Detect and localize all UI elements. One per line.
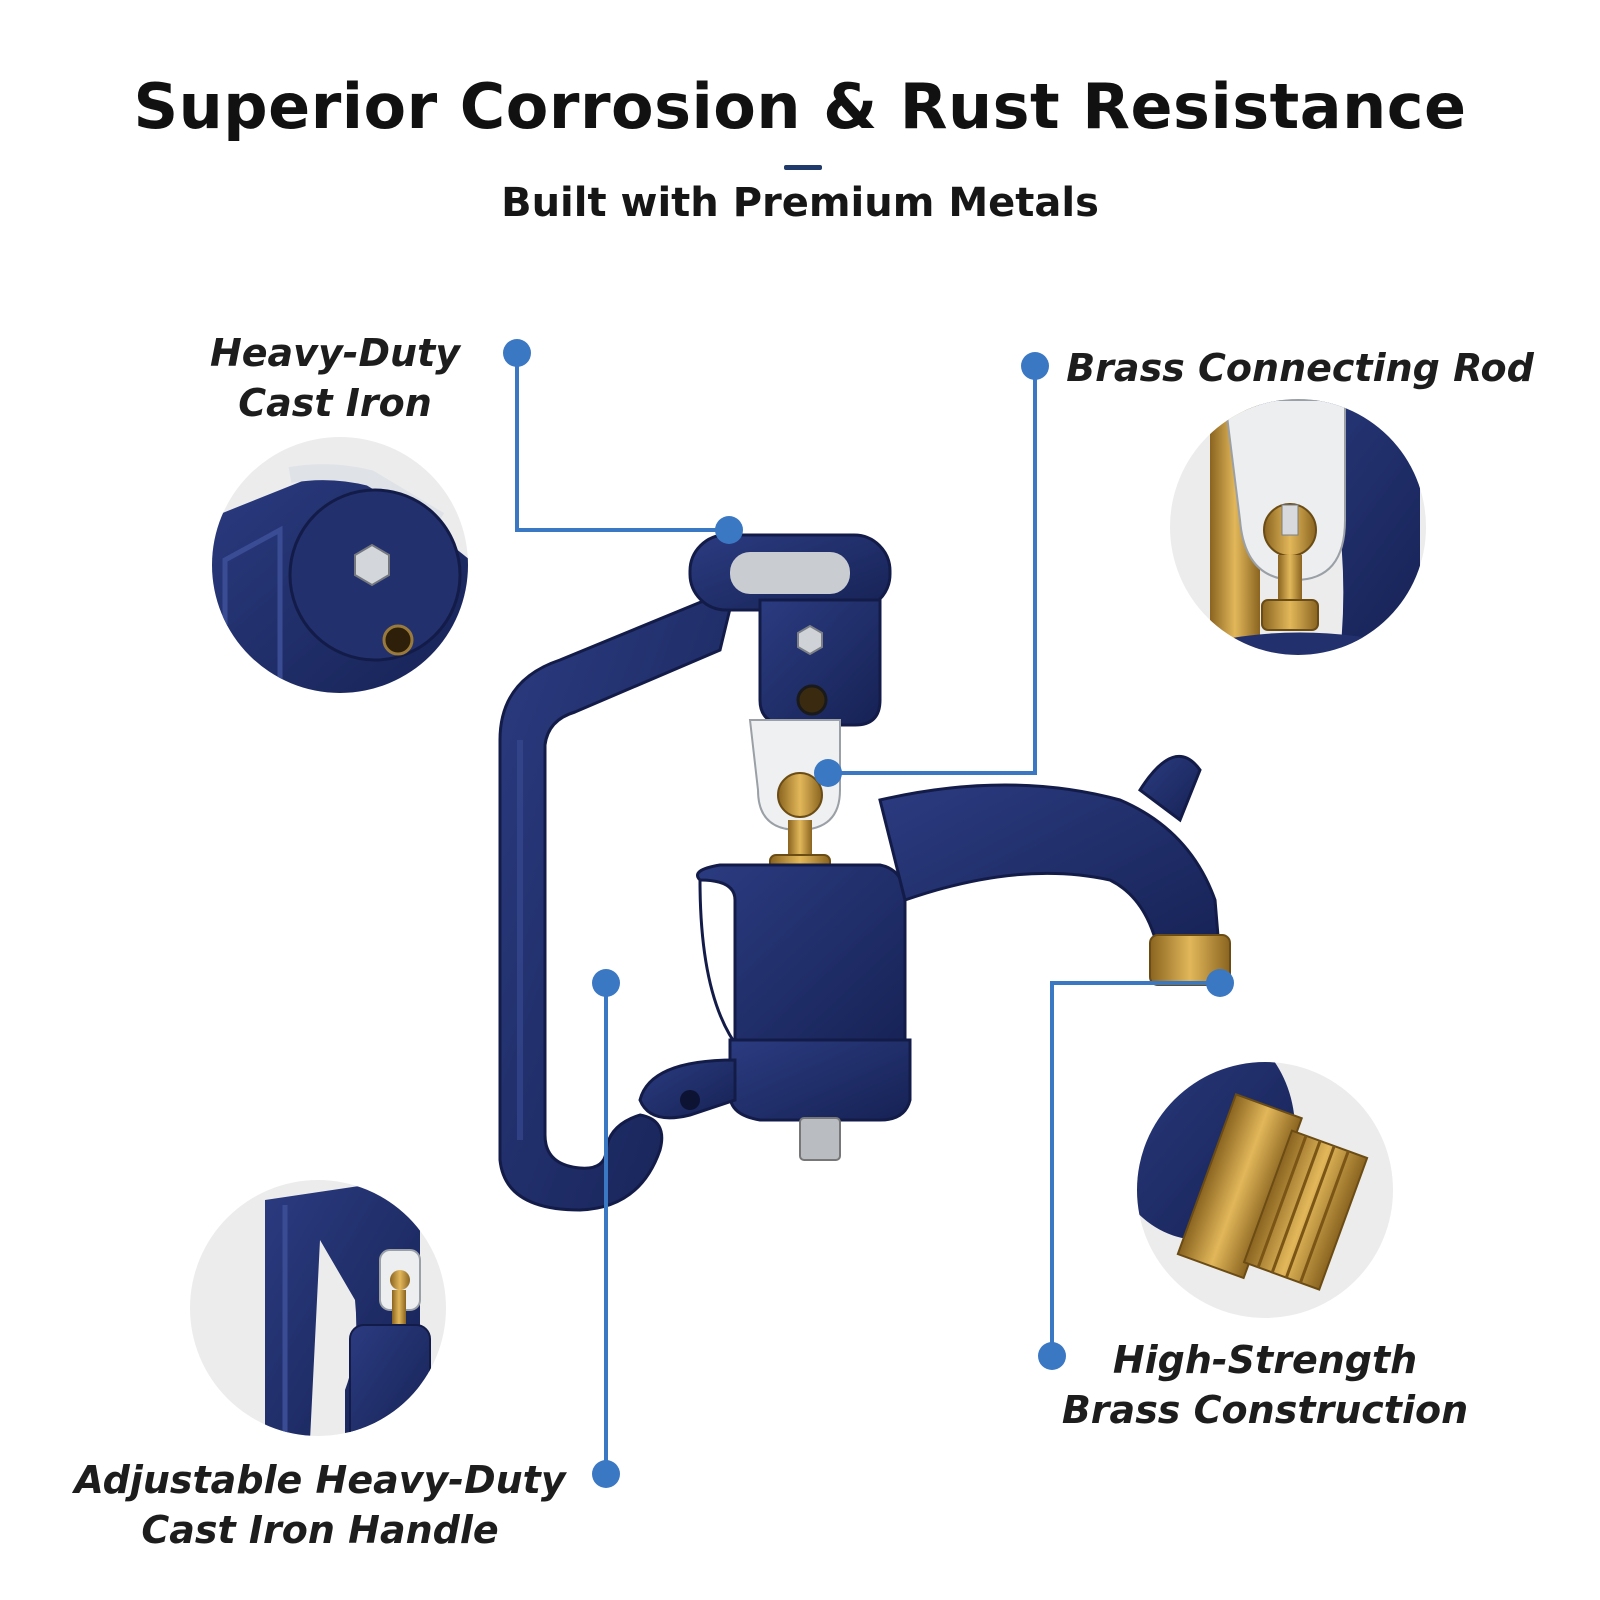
zoom-circle-brass-rod bbox=[1170, 399, 1426, 655]
leader-dot bbox=[592, 969, 620, 997]
pump-base bbox=[728, 1038, 912, 1122]
leader-cast-iron bbox=[515, 353, 729, 532]
leader-dot bbox=[1206, 969, 1234, 997]
callout-heavy-duty-cast-iron: Heavy-Duty Cast Iron bbox=[209, 331, 461, 425]
brass-thread bbox=[1242, 1129, 1369, 1291]
pump-illustration bbox=[498, 533, 1231, 1212]
hex-bolt-detail bbox=[354, 543, 390, 587]
title-divider bbox=[784, 165, 822, 170]
page-title: Superior Corrosion & Rust Resistance bbox=[133, 70, 1467, 143]
leader-dot bbox=[1021, 352, 1049, 380]
leader-dot bbox=[1038, 1342, 1066, 1370]
leader-brass-fitting bbox=[1050, 981, 1220, 1356]
zoom-circle-cast-iron bbox=[212, 437, 468, 693]
pump-handle bbox=[498, 585, 738, 1212]
brass-rod bbox=[788, 820, 812, 860]
callout-brass-connecting-rod: Brass Connecting Rod bbox=[1066, 346, 1534, 390]
leader-dot bbox=[814, 759, 842, 787]
hex-bolt bbox=[797, 624, 823, 656]
leader-dots bbox=[503, 339, 1234, 1488]
leader-dot bbox=[592, 1460, 620, 1488]
leader-dot bbox=[503, 339, 531, 367]
page-subtitle: Built with Premium Metals bbox=[501, 180, 1099, 226]
pump-link-plate bbox=[758, 598, 882, 727]
callout-high-strength-brass: High-Strength Brass Construction bbox=[1061, 1338, 1469, 1432]
zoom-circle-brass-fitting bbox=[1137, 1062, 1393, 1318]
leader-brass-rod bbox=[828, 366, 1037, 775]
callout-adjustable-handle: Adjustable Heavy-Duty Cast Iron Handle bbox=[74, 1458, 566, 1552]
zoom-circle-handle bbox=[190, 1180, 446, 1436]
pump-spout bbox=[878, 783, 1222, 962]
leader-lines bbox=[515, 353, 1220, 1474]
leader-dot bbox=[715, 516, 743, 544]
pump-stem bbox=[799, 1117, 841, 1161]
